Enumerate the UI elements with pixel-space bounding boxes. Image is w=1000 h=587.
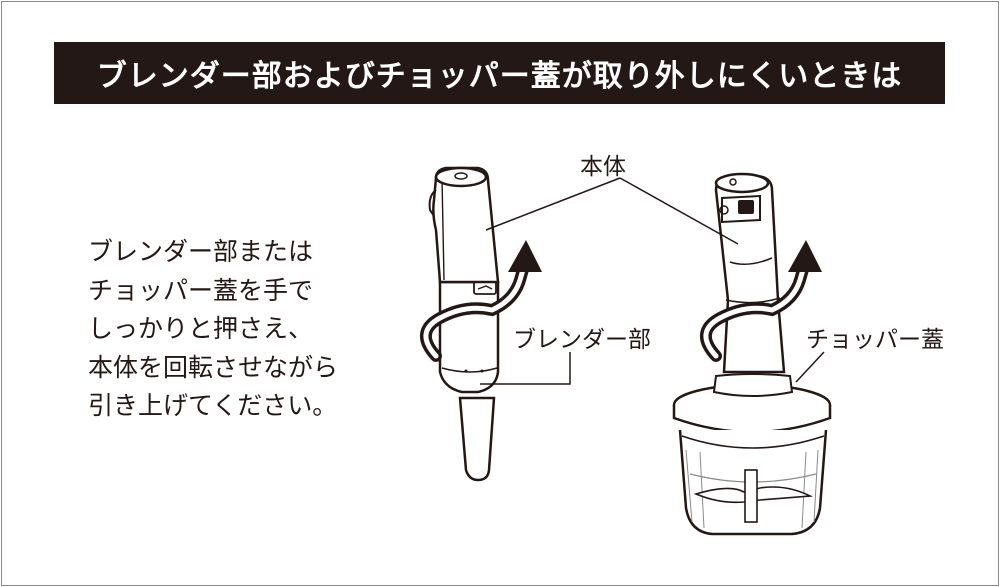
release-button-icon	[473, 281, 497, 295]
chopper-unit-illustration	[672, 172, 832, 536]
heading-text: ブレンダー部およびチョッパー蓋が取り外しにくいときは	[96, 59, 903, 94]
instruction-line-3: しっかりと押さえ、	[88, 314, 314, 343]
label-chopper-lid: チョッパー蓋	[806, 327, 944, 353]
blender-collar	[438, 280, 500, 394]
chopper-power-icon	[719, 205, 729, 215]
blender-shaft	[458, 396, 496, 482]
instruction-text: ブレンダー部または チョッパー蓋を手で しっかりと押さえ、 本体を回転させながら…	[88, 233, 388, 426]
instruction-line-1: ブレンダー部または	[88, 237, 314, 266]
instruction-line-5: 引き上げてください。	[88, 391, 338, 420]
leader-lines	[480, 177, 825, 385]
blender-unit-illustration	[420, 166, 542, 482]
label-body: 本体	[580, 154, 626, 180]
heading-banner: ブレンダー部およびチョッパー蓋が取り外しにくいときは	[54, 42, 945, 104]
label-blender: ブレンダー部	[513, 327, 651, 353]
instruction-line-2: チョッパー蓋を手で	[88, 275, 314, 305]
instruction-line-4: 本体を回転させながら	[88, 352, 339, 382]
power-switch-icon	[428, 189, 437, 217]
